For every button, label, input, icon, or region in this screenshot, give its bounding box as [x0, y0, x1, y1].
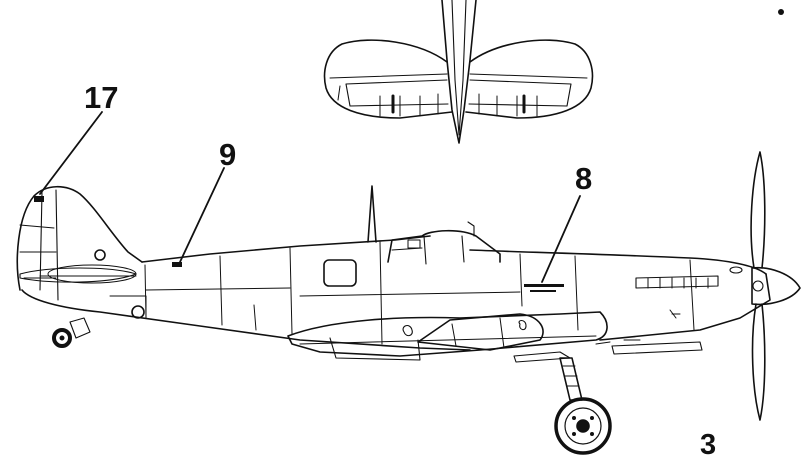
callout-number-8: 8	[575, 161, 593, 196]
callout-number-9: 9	[219, 137, 237, 172]
callout-number-3: 3	[700, 429, 717, 461]
top-view-tailplane	[323, 0, 594, 144]
leader-line-9	[179, 167, 225, 263]
side-view-aircraft	[16, 151, 801, 455]
callout-leader-lines	[39, 111, 581, 283]
decal-marks	[34, 9, 784, 292]
leader-line-17	[39, 111, 103, 195]
leader-line-8	[541, 195, 581, 283]
callout-number-17: 17	[84, 80, 119, 115]
